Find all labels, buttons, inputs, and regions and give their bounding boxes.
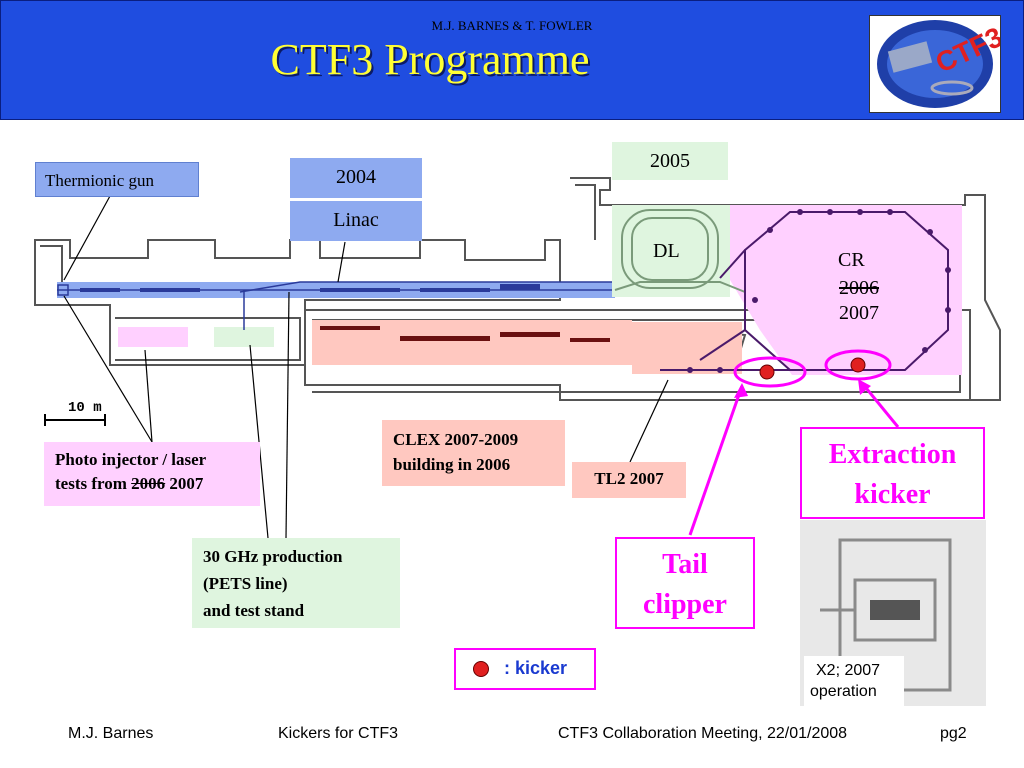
tail-line1: Tail — [662, 549, 708, 580]
cr-years: 2006 2007 — [800, 270, 918, 330]
photo-injector-label: Photo injector / laser tests from 2006 2… — [44, 442, 260, 506]
tl2-label: TL2 2007 — [572, 462, 686, 498]
tail-clipper-ring — [733, 356, 807, 388]
extraction-line2: kicker — [854, 479, 931, 510]
clex-line2: building in 2006 — [393, 455, 511, 474]
year-2004-label: 2004 — [290, 158, 422, 198]
footer-author: M.J. Barnes — [68, 725, 154, 742]
scale-label: 10 m — [68, 400, 102, 416]
year-2005-label: 2005 — [612, 142, 728, 180]
ghz-production-label: 30 GHz production (PETS line) and test s… — [192, 538, 400, 628]
kicker-legend-dot — [473, 661, 489, 677]
ghz-shading — [214, 327, 274, 347]
tail-clipper-label: Tail clipper — [615, 537, 755, 629]
clex-line1: CLEX 2007-2009 — [393, 430, 519, 449]
slide-title: CTF3 Programme — [270, 35, 590, 84]
extraction-line1: Extraction — [828, 439, 957, 470]
tail-clipper-kicker — [759, 364, 775, 380]
authors: M.J. BARNES & T. FOWLER — [431, 18, 593, 33]
kicker-photo-caption: X2; 2007 operation — [804, 656, 904, 706]
ghz-line1: 30 GHz production — [203, 547, 343, 566]
photo-injector-line1: Photo injector / laser — [55, 450, 207, 469]
extraction-kicker-marker — [850, 357, 866, 373]
kicker-legend: : kicker — [454, 648, 596, 690]
footer-meeting: CTF3 Collaboration Meeting, 22/01/2008 — [558, 725, 848, 742]
delay-loop-label: DL — [653, 240, 680, 262]
tl2-shading — [632, 322, 742, 374]
photo-injector-shading — [118, 327, 188, 347]
photo-injector-line2: tests from 2006 2007 — [55, 474, 204, 493]
cr-year-2006: 2006 — [839, 277, 879, 299]
footer-page: pg2 — [940, 725, 967, 742]
linac-label: Linac — [290, 201, 422, 241]
thermionic-gun-label: Thermionic gun — [35, 162, 199, 197]
extraction-kicker-label: Extraction kicker — [800, 427, 985, 519]
tail-line2: clipper — [643, 589, 727, 620]
combiner-ring-label: CR — [838, 249, 865, 271]
cr-year-2007: 2007 — [839, 302, 879, 324]
caption-line2: operation — [810, 683, 877, 700]
header-bar — [0, 0, 1024, 120]
kicker-legend-text: : kicker — [504, 658, 568, 678]
caption-line1: X2; 2007 — [816, 662, 881, 679]
clex-label: CLEX 2007-2009 building in 2006 — [382, 420, 565, 486]
ghz-line3: and test stand — [203, 601, 305, 620]
ghz-line2: (PETS line) — [203, 574, 288, 593]
ctf3-logo: CTF3 — [869, 15, 1001, 113]
footer-topic: Kickers for CTF3 — [278, 725, 399, 742]
